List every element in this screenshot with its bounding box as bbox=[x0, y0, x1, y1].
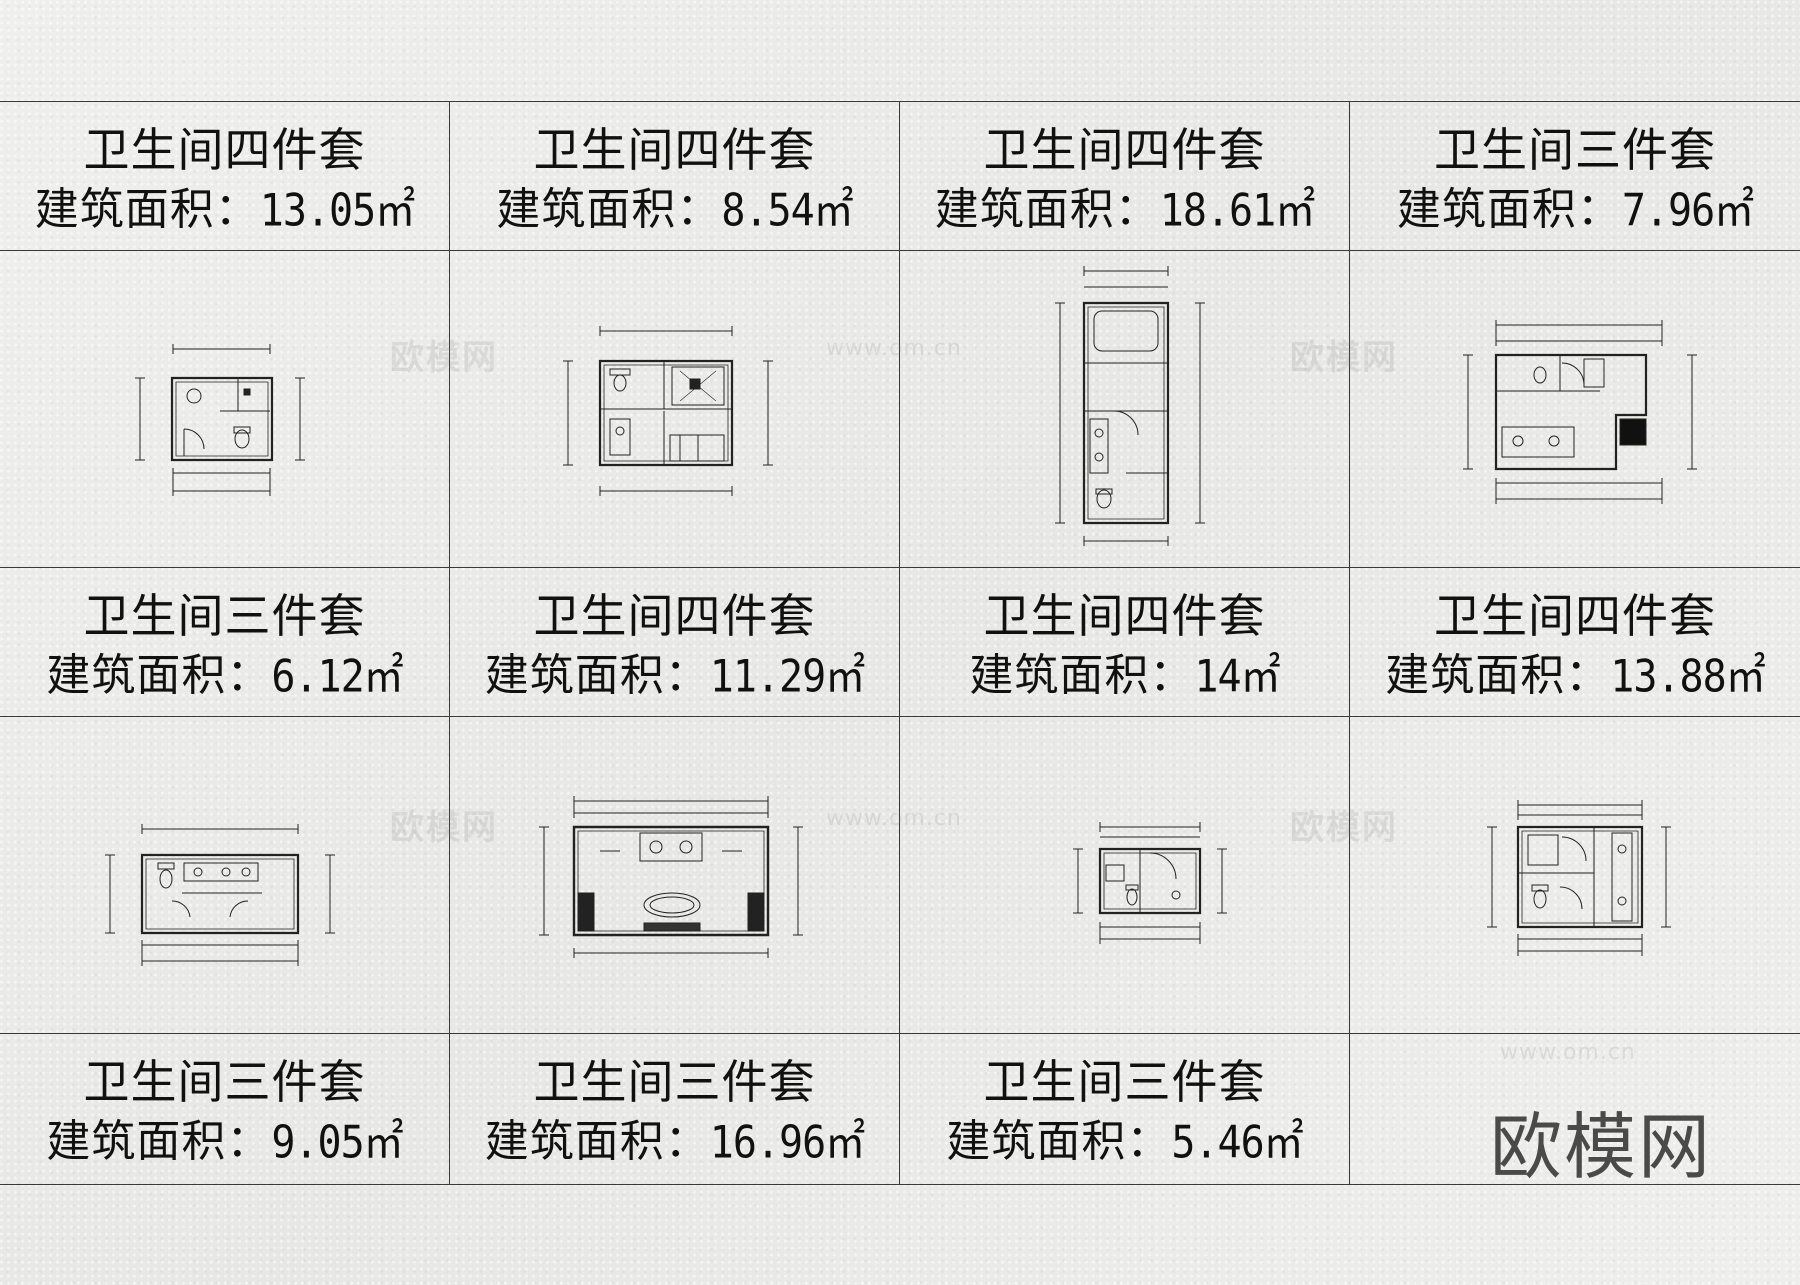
floorplan-drawing bbox=[900, 251, 1350, 567]
area-value: 14㎡ bbox=[1194, 651, 1280, 703]
area-value: 13.88㎡ bbox=[1610, 651, 1765, 703]
title-cell: 卫生间四件套 建筑面积：18.61㎡ bbox=[900, 102, 1350, 251]
floorplan-drawing bbox=[450, 251, 900, 567]
floorplan-grid: 卫生间四件套 建筑面积：13.05㎡ 卫生间四件套 建筑面积：8.54㎡ 卫生间… bbox=[0, 101, 1800, 1185]
plan-title: 卫生间三件套 bbox=[1434, 123, 1716, 177]
floorplan-drawing bbox=[900, 717, 1350, 1033]
area-label: 建筑面积： bbox=[934, 184, 1160, 235]
area-line: 建筑面积：7.96㎡ bbox=[1350, 184, 1800, 237]
area-line: 建筑面积：9.05㎡ bbox=[0, 1116, 449, 1169]
floorplan-cell bbox=[0, 717, 450, 1034]
area-line: 建筑面积：11.29㎡ bbox=[450, 650, 899, 703]
area-label: 建筑面积： bbox=[1396, 184, 1622, 235]
plan-title: 卫生间四件套 bbox=[1434, 589, 1716, 643]
title-cell: 卫生间四件套 建筑面积：14㎡ bbox=[900, 568, 1350, 717]
area-line: 建筑面积：13.88㎡ bbox=[1350, 650, 1800, 703]
floorplan-cell bbox=[900, 251, 1350, 568]
floorplan-drawing bbox=[1350, 251, 1800, 567]
area-value: 8.54㎡ bbox=[721, 185, 853, 237]
area-line: 建筑面积：14㎡ bbox=[900, 650, 1349, 703]
title-cell: 卫生间三件套 建筑面积：6.12㎡ bbox=[0, 568, 450, 717]
floorplan-drawing bbox=[0, 717, 450, 1033]
plan-title: 卫生间四件套 bbox=[533, 123, 816, 177]
area-value: 11.29㎡ bbox=[709, 651, 865, 703]
floorplan-drawing bbox=[0, 251, 450, 567]
title-cell: 卫生间三件套 建筑面积：16.96㎡ bbox=[450, 1034, 900, 1184]
area-line: 建筑面积：13.05㎡ bbox=[0, 184, 449, 237]
floorplan-cell bbox=[450, 717, 900, 1034]
plan-title: 卫生间三件套 bbox=[533, 1055, 816, 1109]
title-cell: 卫生间三件套 建筑面积：7.96㎡ bbox=[1350, 102, 1800, 251]
floorplan-cell bbox=[0, 251, 450, 568]
area-line: 建筑面积：6.12㎡ bbox=[0, 650, 449, 703]
title-cell: 卫生间四件套 建筑面积：13.88㎡ bbox=[1350, 568, 1800, 717]
plan-title: 卫生间三件套 bbox=[983, 1055, 1266, 1109]
area-value: 18.61㎡ bbox=[1159, 185, 1315, 237]
area-label: 建筑面积： bbox=[46, 1116, 272, 1167]
area-line: 建筑面积：8.54㎡ bbox=[450, 184, 899, 237]
title-cell: 卫生间四件套 建筑面积：8.54㎡ bbox=[450, 102, 900, 251]
title-cell: 卫生间四件套 建筑面积：13.05㎡ bbox=[0, 102, 450, 251]
plan-title: 卫生间四件套 bbox=[533, 589, 816, 643]
area-label: 建筑面积： bbox=[34, 184, 260, 235]
area-label: 建筑面积： bbox=[1385, 650, 1611, 701]
area-label: 建筑面积： bbox=[46, 650, 272, 701]
area-value: 9.05㎡ bbox=[271, 1117, 403, 1169]
floorplan-drawing bbox=[450, 717, 900, 1033]
floorplan-cell bbox=[900, 717, 1350, 1034]
area-value: 7.96㎡ bbox=[1621, 185, 1754, 237]
area-line: 建筑面积：18.61㎡ bbox=[900, 184, 1349, 237]
floorplan-cell bbox=[1350, 251, 1800, 568]
title-cell: 卫生间三件套 建筑面积：5.46㎡ bbox=[900, 1034, 1350, 1184]
title-cell: 卫生间四件套 建筑面积：11.29㎡ bbox=[450, 568, 900, 717]
plan-title: 卫生间三件套 bbox=[83, 589, 366, 643]
area-label: 建筑面积： bbox=[484, 1116, 710, 1167]
area-value: 13.05㎡ bbox=[259, 185, 415, 237]
area-label: 建筑面积： bbox=[946, 1116, 1172, 1167]
plan-title: 卫生间四件套 bbox=[83, 123, 366, 177]
area-label: 建筑面积： bbox=[484, 650, 710, 701]
floorplan-cell bbox=[1350, 717, 1800, 1034]
plan-title: 卫生间四件套 bbox=[983, 589, 1266, 643]
area-label: 建筑面积： bbox=[496, 184, 722, 235]
site-logo: 欧模网 bbox=[1489, 1105, 1712, 1189]
area-label: 建筑面积： bbox=[969, 650, 1195, 701]
area-value: 16.96㎡ bbox=[709, 1117, 865, 1169]
area-line: 建筑面积：5.46㎡ bbox=[900, 1116, 1349, 1169]
area-value: 6.12㎡ bbox=[271, 651, 403, 703]
plan-title: 卫生间三件套 bbox=[83, 1055, 366, 1109]
floorplan-drawing bbox=[1350, 717, 1800, 1033]
plan-title: 卫生间四件套 bbox=[983, 123, 1266, 177]
floorplan-cell bbox=[450, 251, 900, 568]
area-line: 建筑面积：16.96㎡ bbox=[450, 1116, 899, 1169]
title-cell: 卫生间三件套 建筑面积：9.05㎡ bbox=[0, 1034, 450, 1184]
area-value: 5.46㎡ bbox=[1171, 1117, 1303, 1169]
